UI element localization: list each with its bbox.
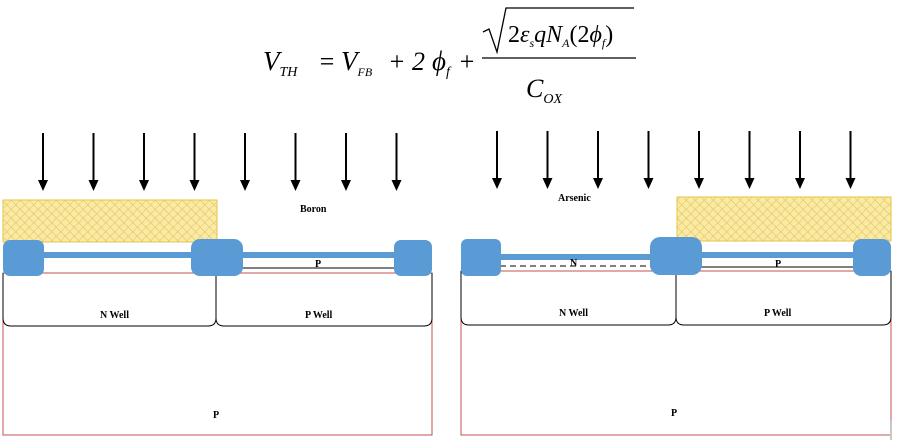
implant-arrows-left bbox=[38, 133, 402, 191]
photoresist-left bbox=[2, 199, 218, 243]
left-implant-arrowhead-3 bbox=[139, 180, 149, 191]
field-oxide-left-3 bbox=[394, 240, 432, 276]
implant-arrows-right bbox=[492, 131, 856, 189]
p-well-left bbox=[215, 273, 433, 327]
n-well-left bbox=[2, 273, 217, 327]
left-implant-arrowhead-5 bbox=[240, 180, 250, 191]
implant-label-boron: Boron bbox=[300, 204, 327, 215]
eq-vfb: VFB bbox=[341, 46, 373, 79]
left-implant-arrowhead-7 bbox=[341, 180, 351, 191]
field-oxide-left-2 bbox=[191, 239, 243, 276]
well-label-p-left: P Well bbox=[305, 310, 333, 321]
gate-oxide-left-n bbox=[40, 252, 195, 258]
left-implant-arrowhead-6 bbox=[290, 180, 301, 191]
threshold-voltage-equation: VTH = VFB + 2 ϕf + 2εsqNA(2ϕf) COX bbox=[263, 7, 636, 107]
field-oxide-right-1 bbox=[461, 239, 501, 276]
channel-label-right-p: P bbox=[775, 259, 781, 270]
well-label-p-right: P Well bbox=[764, 308, 792, 319]
right-implant-arrowhead-8 bbox=[845, 178, 856, 189]
left-implant-arrowhead-8 bbox=[391, 180, 402, 191]
right-panel-arsenic-implant: Arsenic N P N Well P Well P bbox=[460, 131, 892, 436]
channel-label-right-n: N bbox=[570, 258, 578, 269]
gate-oxide-right-n bbox=[500, 254, 656, 260]
photoresist-right bbox=[676, 196, 892, 242]
eq-plus-two: + 2 bbox=[388, 47, 425, 76]
left-panel-boron-implant: Boron P N Well P Well P bbox=[2, 133, 433, 436]
right-implant-arrowhead-7 bbox=[795, 178, 805, 189]
field-oxide-left-1 bbox=[3, 240, 44, 276]
n-well-right bbox=[460, 271, 677, 326]
eq-denominator: COX bbox=[526, 74, 562, 107]
right-implant-arrowhead-5 bbox=[694, 178, 704, 189]
channel-label-left-p: P bbox=[315, 259, 321, 270]
field-oxide-right-3 bbox=[853, 239, 891, 276]
left-implant-arrowhead-1 bbox=[38, 180, 48, 191]
right-implant-arrowhead-1 bbox=[492, 178, 502, 189]
substrate-label-left: P bbox=[213, 410, 219, 421]
right-implant-arrowhead-4 bbox=[643, 178, 654, 189]
eq-plus: + bbox=[458, 47, 476, 76]
field-oxide-right-2 bbox=[650, 237, 702, 275]
eq-equals: = bbox=[318, 47, 336, 76]
left-implant-arrowhead-2 bbox=[88, 180, 99, 191]
right-implant-arrowhead-2 bbox=[542, 178, 553, 189]
eq-phi-f: ϕf bbox=[432, 46, 452, 80]
substrate-label-right: P bbox=[671, 408, 677, 419]
gate-oxide-left-p bbox=[240, 252, 397, 258]
well-label-n-right: N Well bbox=[559, 308, 588, 319]
sqrt-radical bbox=[482, 7, 634, 55]
gate-oxide-right-p bbox=[700, 252, 858, 258]
eq-numerator: 2εsqNA(2ϕf) bbox=[508, 22, 613, 50]
right-implant-arrowhead-3 bbox=[593, 178, 603, 189]
right-implant-arrowhead-6 bbox=[744, 178, 755, 189]
well-label-n-left: N Well bbox=[100, 310, 129, 321]
eq-vth: VTH bbox=[263, 46, 298, 80]
implant-label-arsenic: Arsenic bbox=[558, 193, 591, 204]
left-implant-arrowhead-4 bbox=[189, 180, 200, 191]
p-well-right bbox=[675, 271, 892, 326]
